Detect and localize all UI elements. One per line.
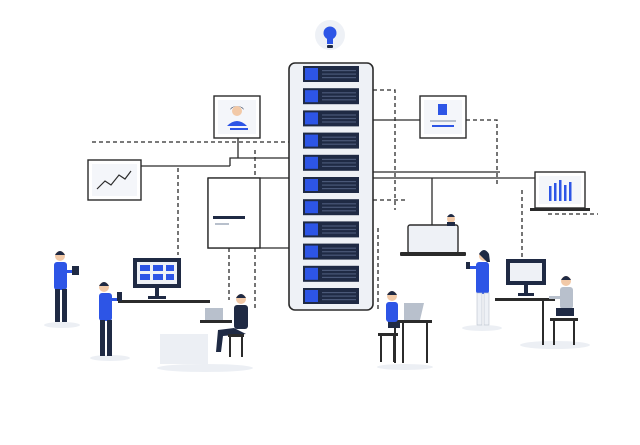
person-standing-with-phone bbox=[466, 250, 490, 326]
server-unit bbox=[303, 177, 359, 193]
laptop-icon bbox=[205, 308, 223, 322]
person-on-stool-at-monitor bbox=[495, 259, 578, 345]
text-panel-icon bbox=[207, 177, 261, 249]
left-desk bbox=[118, 258, 210, 303]
server-unit bbox=[303, 221, 359, 238]
person-holding-phone bbox=[99, 282, 122, 356]
stool-icon bbox=[228, 334, 244, 337]
server-unit bbox=[303, 199, 359, 216]
server-unit bbox=[303, 132, 359, 149]
desk-icon bbox=[495, 298, 555, 301]
person-at-desk-with-laptop bbox=[378, 291, 432, 363]
person-with-tablet bbox=[54, 251, 79, 322]
floor-shadows bbox=[44, 322, 590, 372]
lightbulb-icon bbox=[315, 20, 345, 50]
server-unit bbox=[303, 154, 359, 171]
server-unit bbox=[303, 265, 359, 282]
line-chart-card-icon bbox=[87, 159, 142, 201]
server-unit bbox=[303, 288, 359, 304]
bar-chart-card-icon bbox=[530, 171, 590, 211]
server-unit bbox=[303, 88, 359, 105]
desktop-monitor-icon bbox=[133, 258, 181, 299]
person-behind-laptop bbox=[447, 214, 455, 226]
person-seated-at-laptop bbox=[160, 294, 248, 364]
server-unit bbox=[303, 66, 359, 82]
desk-icon bbox=[388, 320, 432, 323]
stool-icon bbox=[550, 318, 578, 321]
desktop-monitor-icon bbox=[506, 259, 546, 296]
tablet-icon bbox=[72, 266, 79, 275]
profile-card-icon bbox=[213, 95, 261, 139]
floating-laptop bbox=[400, 214, 466, 256]
server-unit bbox=[303, 243, 359, 260]
document-card-icon bbox=[419, 95, 467, 139]
server-rack bbox=[288, 62, 374, 311]
server-unit bbox=[303, 110, 359, 127]
